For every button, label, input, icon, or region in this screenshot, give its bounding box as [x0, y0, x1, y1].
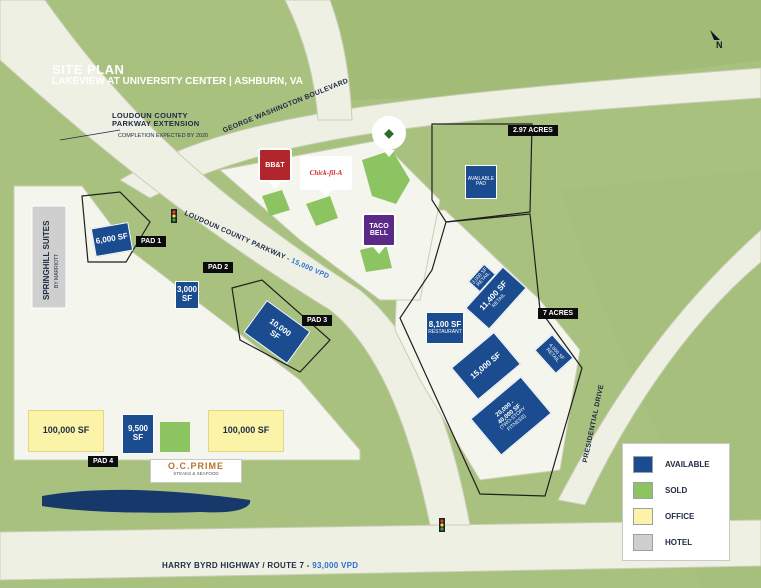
sold-parcel-ocprime: [160, 422, 190, 452]
ocprime-sign: O.C.PRIME STEAKS & SEAFOOD: [150, 459, 242, 483]
route7-label: HARRY BYRD HIGHWAY / ROUTE 7 - 93,000 VP…: [162, 561, 359, 570]
boundary-7-acres: [399, 213, 583, 497]
traffic-signal-top: [171, 209, 177, 223]
terrain-top-right: [310, 0, 761, 100]
hotel-label: SPRINGHILL SUITES: [42, 220, 51, 300]
legend-swatch: [633, 456, 653, 473]
legend-label: HOTEL: [665, 538, 693, 547]
legend-swatch: [633, 534, 653, 551]
bbt-pin: BB&T: [258, 148, 292, 189]
legend-label: AVAILABLE: [665, 460, 710, 469]
tacobell-logo-top: TACO: [369, 223, 389, 230]
route7-road: [0, 519, 761, 581]
legend-item-office: OFFICE: [633, 508, 694, 525]
traffic-signal-bottom: [439, 518, 445, 532]
tag-pad4: PAD 4: [88, 456, 119, 467]
bbt-logo: BB&T: [265, 161, 285, 169]
chickfila-pin: Chick-fil-A: [300, 156, 352, 197]
tenant-top-logo: ◆: [384, 126, 394, 140]
legend-item-hotel: HOTEL: [633, 534, 692, 551]
tag-7-acres: 7 ACRES: [538, 308, 579, 319]
ocprime-name: O.C.PRIME: [167, 461, 224, 471]
sold-parcel-bbt: [262, 190, 290, 216]
sold-parcel-chickfila: [306, 196, 338, 226]
tag-297-acres: 2.97 ACRES: [508, 125, 558, 136]
hotel-building: [31, 205, 67, 309]
page-title: SITE PLAN: [52, 62, 125, 77]
sold-parcel-top: [362, 150, 410, 204]
tenant-top-pin: ◆: [372, 116, 406, 157]
boundary-pad3: [231, 279, 331, 373]
tag-pad2: PAD 2: [203, 262, 234, 273]
legend-item-available: AVAILABLE: [633, 456, 710, 473]
legend-item-sold: SOLD: [633, 482, 687, 499]
tag-pad1: PAD 1: [136, 236, 167, 247]
office-building-left: 100,000 SF: [28, 410, 104, 452]
ocprime-tagline: STEAKS & SEAFOOD: [173, 471, 219, 476]
loudoun-extension-road: [284, 0, 353, 121]
boundary-297-acres: [431, 123, 533, 223]
presidential-drive-road: [557, 229, 761, 506]
loudoun-extension-note: COMPLETION EXPECTED BY 2020: [118, 133, 209, 139]
compass-letter: N: [716, 40, 723, 50]
tacobell-pin: TACO BELL: [362, 213, 396, 254]
north-arrow-icon: [706, 30, 726, 54]
tag-pad3: PAD 3: [302, 315, 333, 326]
pond: [42, 489, 251, 513]
loudoun-parkway-road: [0, 0, 471, 526]
hotel-sublabel: BY MARRIOTT: [54, 253, 60, 288]
legend-swatch: [633, 508, 653, 525]
office-building-right: 100,000 SF: [208, 410, 284, 452]
legend-label: SOLD: [665, 486, 688, 495]
legend-swatch: [633, 482, 653, 499]
extension-pointer: [59, 129, 121, 141]
page-subtitle: LAKEVIEW AT UNIVERSITY CENTER | ASHBURN,…: [52, 76, 303, 87]
loudoun-extension-label: LOUDOUN COUNTY PARKWAY EXTENSION: [112, 111, 200, 129]
tacobell-logo-bottom: BELL: [369, 230, 389, 237]
chickfila-logo: Chick-fil-A: [309, 169, 343, 177]
legend-label: OFFICE: [665, 512, 695, 521]
legend: AVAILABLE SOLD OFFICE HOTEL: [622, 443, 730, 561]
